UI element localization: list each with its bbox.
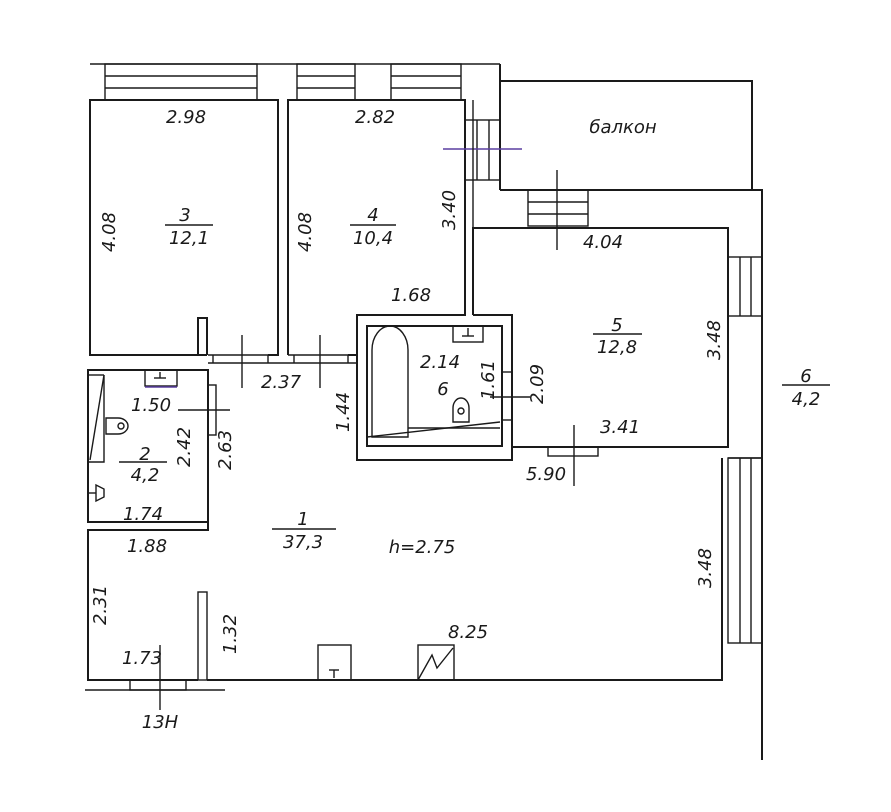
room-4-number: 4 xyxy=(367,205,378,226)
room-4-area: 10,4 xyxy=(353,228,393,249)
room-1-area: 37,3 xyxy=(283,532,323,553)
ceiling-height: h=2.75 xyxy=(389,537,456,558)
kitchen-fixtures xyxy=(317,644,455,681)
dim-main-right: 3.48 xyxy=(695,548,716,588)
dim-wc-width: 1.50 xyxy=(131,395,171,416)
dim-main-top: 5.90 xyxy=(526,464,566,485)
room-6b-number: 6 xyxy=(800,366,811,387)
dim-entry-height: 2.31 xyxy=(90,585,111,625)
entrance-door xyxy=(85,645,225,710)
room-3-area: 12,1 xyxy=(169,228,209,249)
dim-wc-height: 2.42 xyxy=(174,427,195,467)
balcony-door-1 xyxy=(443,119,522,181)
window-room3 xyxy=(104,63,258,101)
dim-room5-bottom: 3.41 xyxy=(600,417,640,438)
balcony-label: балкон xyxy=(589,117,657,138)
entrance-label: 13Н xyxy=(142,712,179,733)
dim-entry-width: 1.88 xyxy=(127,536,167,557)
room-6b-area: 4,2 xyxy=(792,389,821,410)
window-room4-b xyxy=(390,63,462,101)
room-3-number: 3 xyxy=(179,205,190,226)
dim-room5-top: 4.04 xyxy=(583,232,623,253)
dim-room5-right: 3.48 xyxy=(704,320,725,360)
room-3-label: 3 12,1 xyxy=(165,205,213,249)
dim-room3-width: 2.98 xyxy=(166,107,206,128)
balcony-door-2 xyxy=(527,170,589,250)
room-2-label: 2 4,2 xyxy=(119,444,167,486)
dim-main-bottom: 8.25 xyxy=(448,622,488,643)
outer-walls xyxy=(90,63,763,760)
dim-main-pier: 1.32 xyxy=(220,614,241,654)
dim-room3-height: 4.08 xyxy=(99,212,120,252)
room-2-number: 2 xyxy=(139,444,150,465)
room-5-walls xyxy=(472,227,729,448)
window-main xyxy=(727,457,763,644)
room-5-area: 12,8 xyxy=(597,337,637,358)
dim-room4-height: 4.08 xyxy=(295,212,316,252)
room-4-label: 4 10,4 xyxy=(350,205,396,249)
dim-wc-bottom: 1.74 xyxy=(123,504,163,525)
room-6-number: 6 xyxy=(437,379,448,400)
room-1-label: 1 37,3 xyxy=(272,509,336,553)
window-room5 xyxy=(727,256,763,317)
dim-bath-height: 1.61 xyxy=(478,360,499,400)
hallway xyxy=(87,335,723,681)
dim-hall-width: 2.37 xyxy=(261,372,302,393)
room-2-area: 4,2 xyxy=(131,465,160,486)
dim-hall-mid: 1.44 xyxy=(333,392,354,432)
dim-room5-left: 2.09 xyxy=(527,364,548,404)
bathroom-6 xyxy=(356,323,530,461)
dim-room4-right: 3.40 xyxy=(439,190,460,230)
room-1-number: 1 xyxy=(297,509,308,530)
dim-hall-height: 2.63 xyxy=(215,430,236,470)
room-5-number: 5 xyxy=(611,315,622,336)
room-5-label: 5 12,8 xyxy=(593,315,642,358)
dim-entry-bottom: 1.73 xyxy=(122,648,162,669)
dim-room4-width: 2.82 xyxy=(355,107,395,128)
room-6-balcony-label: 6 4,2 xyxy=(782,366,830,410)
dim-room4-bottom: 1.68 xyxy=(391,285,431,306)
window-room4-a xyxy=(296,63,356,101)
dim-bath-width: 2.14 xyxy=(420,352,460,373)
